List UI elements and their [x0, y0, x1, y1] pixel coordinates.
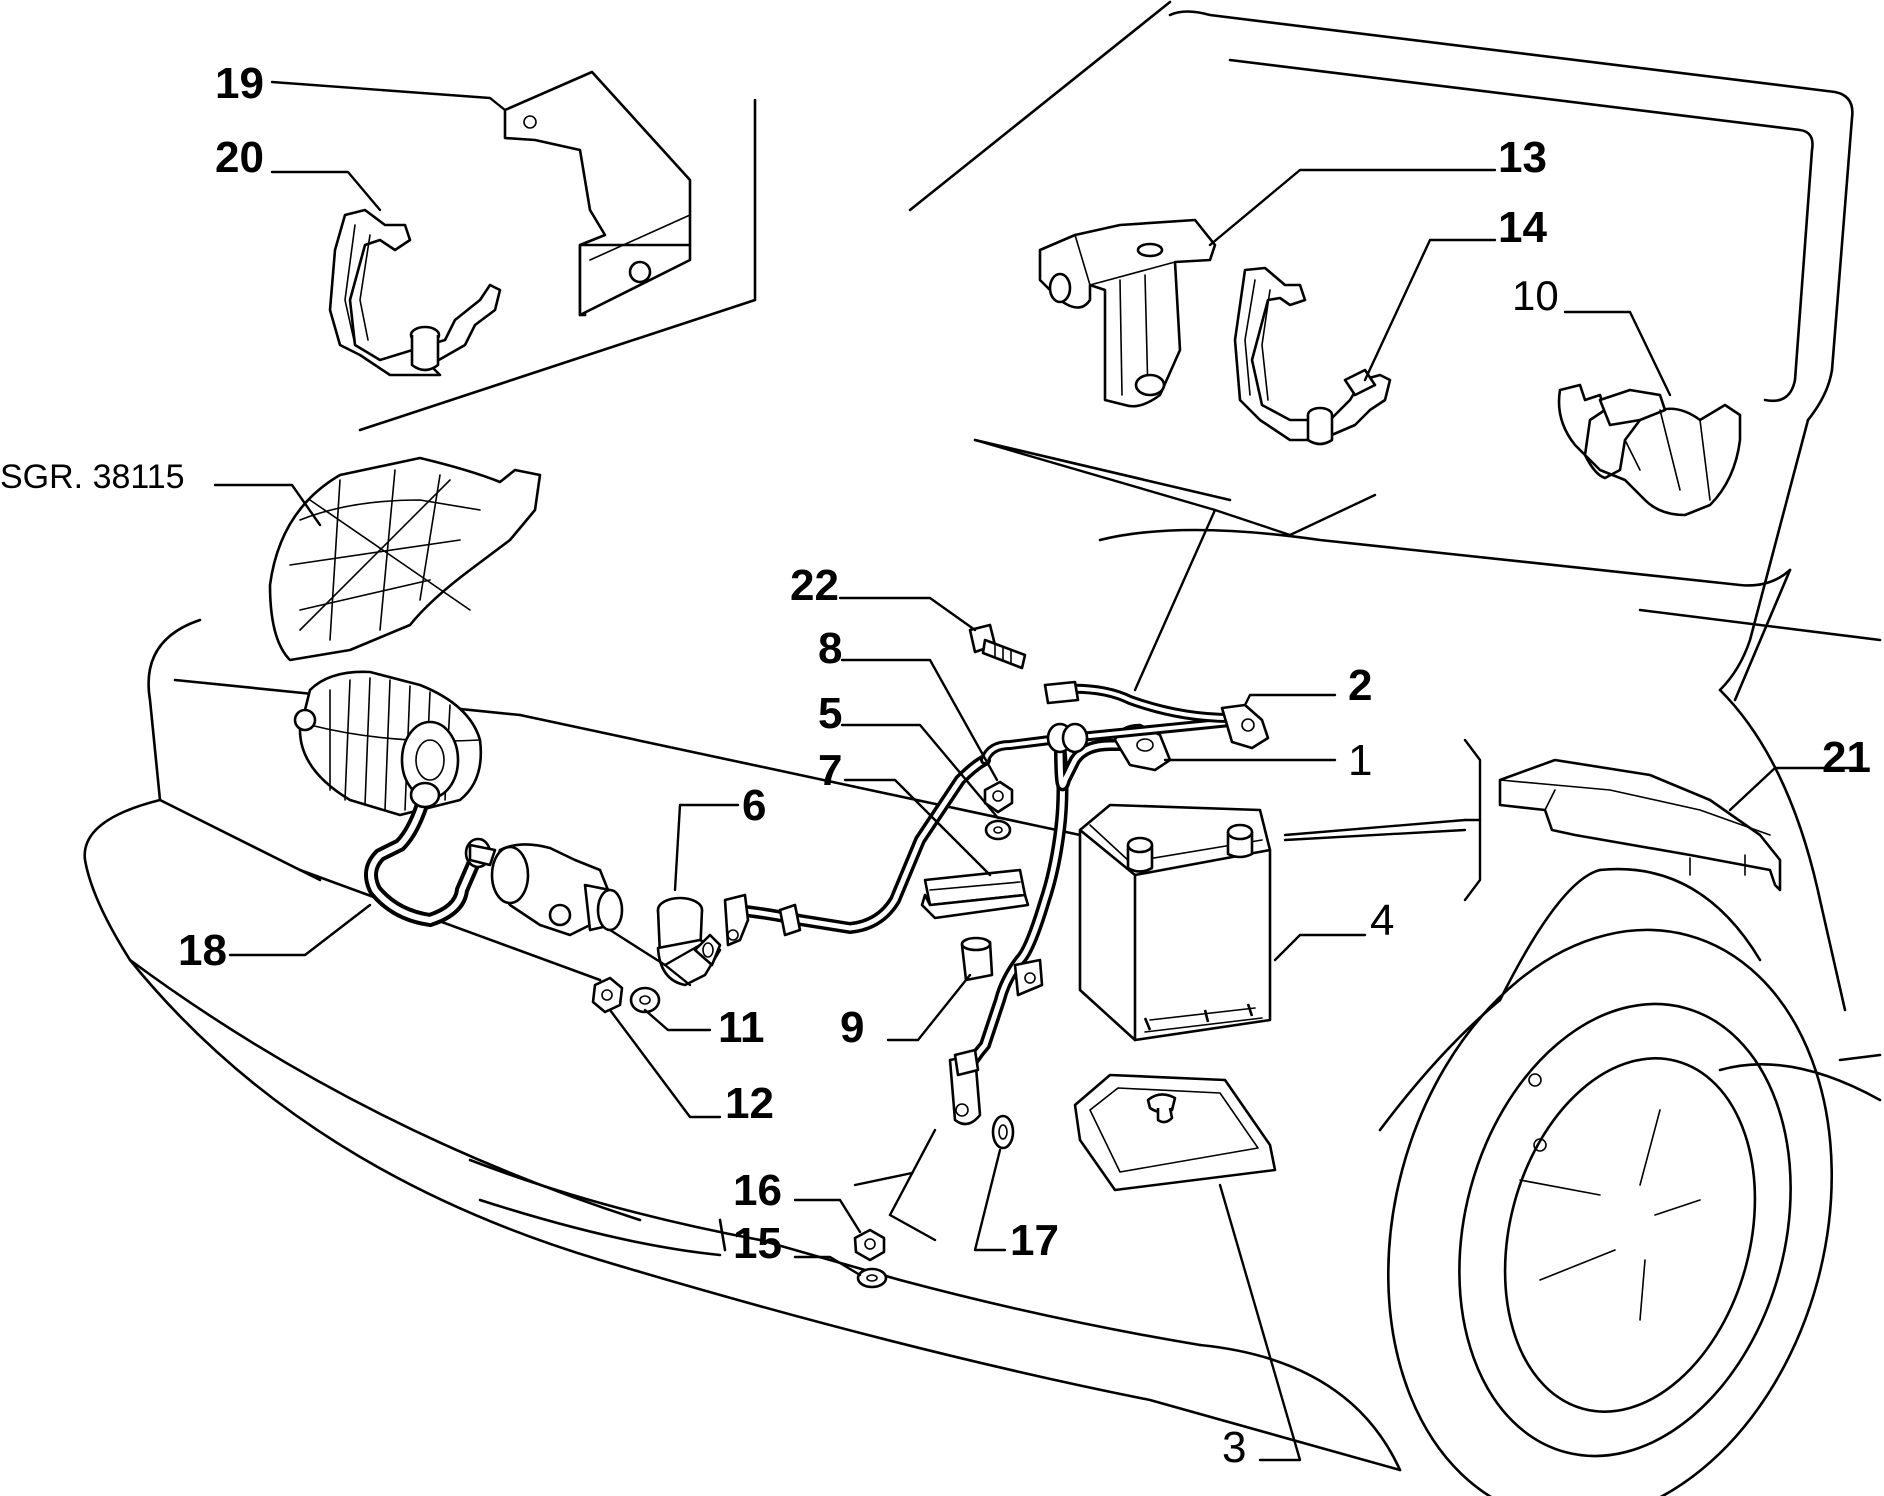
callout-20: 20	[215, 133, 264, 182]
callout-10: 10	[1512, 272, 1559, 319]
cover-part-21	[1498, 758, 1782, 892]
callout-labels: 19 20 13 14 10 SGR. 38115 22 8 5 7 6 2 1…	[0, 59, 1871, 1472]
callout-9: 9	[840, 1003, 864, 1052]
washer-part-5	[984, 819, 1012, 841]
engine-cover-sgr	[268, 456, 542, 662]
callout-16: 16	[733, 1166, 782, 1215]
fuse-holder-part-7	[920, 868, 1030, 920]
starter-motor	[490, 843, 624, 937]
callout-15: 15	[733, 1219, 782, 1268]
callout-1: 1	[1348, 736, 1372, 785]
callout-22: 22	[790, 561, 839, 610]
nut-part-16	[853, 1228, 886, 1262]
callout-14: 14	[1498, 203, 1547, 252]
callout-2: 2	[1348, 661, 1372, 710]
callout-sgr-reference: SGR. 38115	[0, 458, 185, 496]
battery-part-4	[1078, 803, 1272, 1042]
leader-lines	[213, 80, 1860, 1462]
clamp-part-20	[328, 208, 502, 377]
callout-17: 17	[1010, 1216, 1059, 1265]
callout-19: 19	[215, 59, 264, 108]
cable-part-18	[364, 781, 497, 928]
car-body-outline	[83, 0, 1882, 1472]
callout-8: 8	[818, 624, 842, 673]
nut-part-12	[591, 976, 624, 1014]
positive-cable	[948, 739, 1136, 1126]
washer-part-15	[856, 1267, 888, 1289]
clip-part-10	[1557, 383, 1742, 517]
ground-wire	[723, 754, 991, 947]
callout-4: 4	[1370, 896, 1394, 945]
front-wheel	[1386, 928, 1834, 1496]
callout-11: 11	[718, 1003, 765, 1052]
callout-18: 18	[178, 926, 227, 975]
battery-tray-part-3	[1073, 1073, 1277, 1192]
callout-12: 12	[725, 1079, 774, 1128]
callout-13: 13	[1498, 133, 1547, 182]
inset-frame	[358, 98, 757, 432]
sleeve-part-9	[960, 936, 994, 982]
clamp-part-14	[1233, 266, 1392, 446]
bolt-part-22	[968, 623, 1027, 670]
callout-21: 21	[1822, 733, 1871, 782]
washer-part-17	[991, 1114, 1015, 1150]
washer-part-11	[629, 986, 661, 1014]
bracket-part-13	[1038, 218, 1217, 408]
callout-6: 6	[742, 781, 766, 830]
alternator	[293, 670, 483, 817]
connector-part-6	[656, 896, 722, 987]
callout-5: 5	[818, 689, 842, 738]
callout-7: 7	[818, 746, 842, 795]
callout-3: 3	[1222, 1423, 1246, 1472]
bracket-plate-part-19	[503, 70, 692, 317]
